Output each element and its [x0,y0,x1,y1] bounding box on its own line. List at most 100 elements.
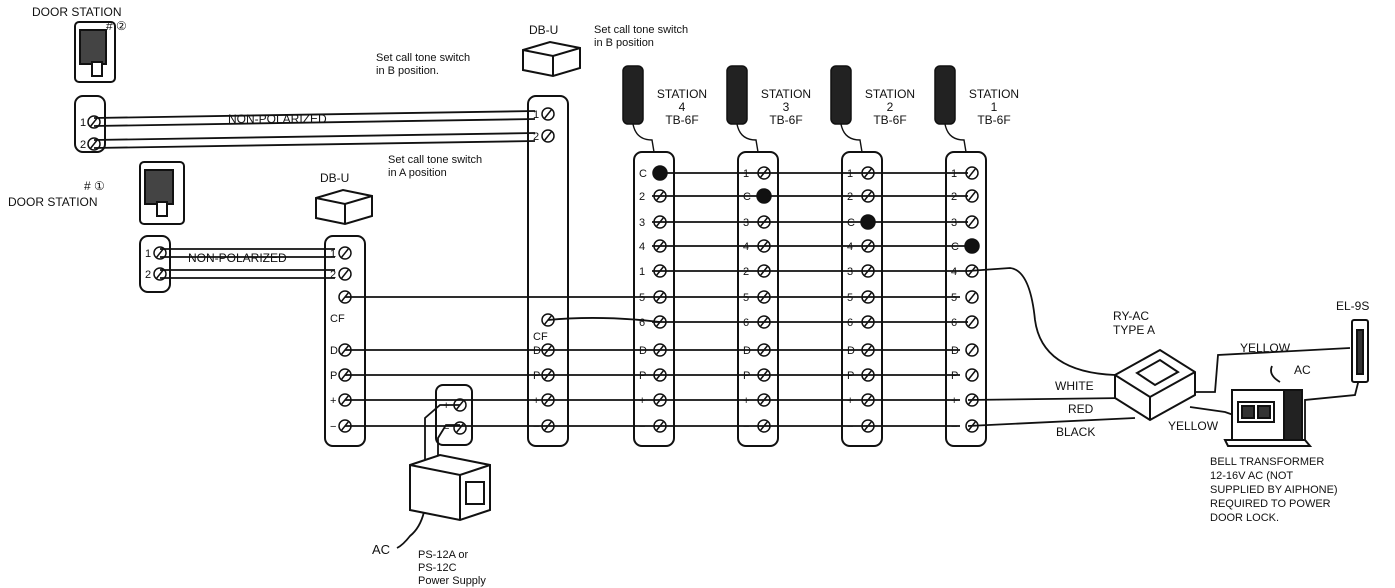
db-u-left-terminal-strip [324,235,366,447]
wire-black-label: BLACK [1056,425,1096,439]
station-2-terminal-label: 3 [847,266,853,278]
station-4-screw [653,290,667,304]
db-u-left-terminal-label: − [330,421,336,433]
power-supply-unit [409,453,491,522]
station-2-screw [861,166,875,180]
station-1-model: TB-6F [977,113,1011,127]
station-4-screw [653,239,667,253]
door-station-1-title: DOOR STATION [8,195,98,209]
screw-terminals [87,107,555,435]
station-1-screw [965,315,979,329]
station-1-screw [965,343,979,357]
station-3-screw [757,215,771,229]
db-u-top-terminal-label: − [533,421,539,433]
db-u-left-note: Set call tone switch in A position [388,154,483,179]
station-1-terminal-label: 6 [951,317,957,329]
station-4-terminal-label: D [639,345,647,357]
door-station-2-terminal-label: 2 [80,139,86,151]
station-1-terminal-label: P [951,370,958,382]
station-4-terminal-label: C [639,168,647,180]
station-2-screw [861,368,875,382]
station-4-name: STATION [656,87,708,101]
station-4-terminal-label: 1 [639,266,645,278]
station-2-screw [861,393,875,407]
power-supply-line-1: PS-12A or [418,549,469,561]
station-1-terminal-label: 1 [951,168,957,180]
door-station-2-terminal-strip [74,95,106,153]
station-1-terminal-label: 5 [951,292,957,304]
station-4-terminal-label: + [639,395,645,407]
call-tone-note-b: Set call tone switch in B position. [376,52,471,77]
bell-transformer-line-2: 12-16V AC (NOT [1210,470,1294,482]
station-3-terminal-label: 1 [743,168,749,180]
station-4-terminal-label: 5 [639,292,645,304]
db-u-left-terminal-label: 2 [330,269,336,281]
station-3-terminal-label: D [743,345,751,357]
station-1-screw [965,393,979,407]
station-4-screw [653,343,667,357]
station-3-screw [757,239,771,253]
station-2-terminal-label: D [847,345,855,357]
station-1-terminal-label: D [951,345,959,357]
station-screw-terminals [652,165,980,433]
power-supply-line-3: Power Supply [418,575,486,587]
db-u-left-terminal-label: 1 [330,248,336,260]
handset-cords [632,123,967,153]
station-2-name: STATION [864,87,916,101]
db-u-top-terminal-strip [527,95,569,447]
station-3-terminal-label: 2 [743,266,749,278]
station-2-terminal-label: − [847,421,853,433]
station-4-number: 4 [678,100,686,114]
door-station-1-terminal-label: 2 [145,269,151,281]
station-2-terminal-label: 4 [847,241,853,253]
db-u-top-terminal-label: 2 [533,131,539,143]
wire-red-label: RED [1068,402,1094,416]
power-supply-line-2: PS-12C [418,562,457,574]
station-1-terminal-label: + [951,395,957,407]
bell-transformer-line-5: DOOR LOCK. [1210,512,1280,524]
power-supply-ac-label: AC [372,542,391,557]
station-2-terminal-label: 5 [847,292,853,304]
station-2-screw [861,315,875,329]
station-3-screw [757,393,771,407]
door-lock-label: EL-9S [1336,299,1370,313]
station-1-screw [965,215,979,229]
terminal-labels: C234156DP+−1C34256DP+−12C4356DP+−123C456… [80,109,959,435]
db-u-left-label: DB-U [320,171,350,185]
door-station-1-number: # ① [84,179,105,193]
db-u-left-terminal-label: D [330,345,338,357]
station-1-screw [965,189,979,203]
station-3-screw [757,166,771,180]
station-4-model: TB-6F [665,113,699,127]
station-1-number: 1 [990,100,998,114]
station-4-terminal-label: 4 [639,241,645,253]
station-2-screw [861,189,875,203]
station-3-name: STATION [760,87,812,101]
station-4-screw [653,393,667,407]
station-2-model: TB-6F [873,113,907,127]
station-2-screw [861,419,875,433]
db-u-top-terminal-label: + [533,395,539,407]
bell-transformer-line-1: BELL TRANSFORMER [1210,456,1325,468]
wires [93,110,1361,549]
station-3-terminal-label: + [743,395,749,407]
station-1-screw [965,166,979,180]
power-supply-terminal-label: − [443,423,449,435]
ac-lock-label: AC [1294,363,1311,377]
station-4-screw [653,264,667,278]
door-station-1-unit [139,161,185,225]
station-2-number: 2 [886,100,894,114]
station-1-screw [965,419,979,433]
station-1-screw [965,264,979,278]
station-4-terminal-label: 3 [639,217,645,229]
station-1-terminal-label: 4 [951,266,957,278]
door-station-2-title: DOOR STATION [32,5,122,19]
db-u-top-box [522,40,581,78]
station-4-screw [653,189,667,203]
station-2-terminal-label: 1 [847,168,853,180]
station-3-screw [757,368,771,382]
station-1-common-dot [964,238,980,254]
station-4-common-dot [652,165,668,181]
door-station-1-terminal-label: 1 [145,248,151,260]
